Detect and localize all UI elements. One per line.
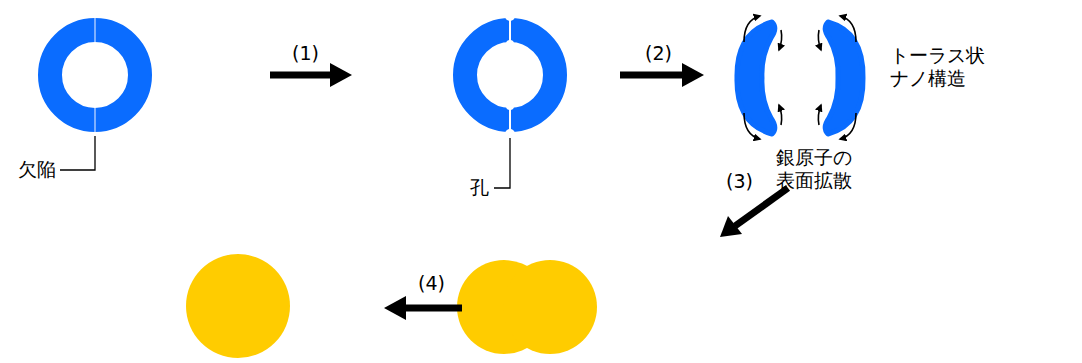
process-arrow bbox=[384, 296, 462, 320]
leader-line bbox=[60, 136, 95, 170]
step-number: (4) bbox=[418, 272, 445, 295]
silver-ring-holes bbox=[465, 11, 555, 139]
structure-label: トーラス状 ナノ構造 bbox=[890, 44, 985, 90]
gold-particle-merging bbox=[457, 260, 597, 354]
part-label: 欠陥 bbox=[18, 158, 56, 181]
process-arrow bbox=[270, 63, 352, 87]
gold-sphere bbox=[186, 254, 290, 358]
diffusion-arrows bbox=[744, 16, 856, 139]
silver-ring bbox=[50, 18, 140, 132]
torus-nanostructure bbox=[737, 22, 863, 134]
step-number: (2) bbox=[645, 42, 672, 65]
step-number: (3) bbox=[726, 170, 753, 193]
process-arrow bbox=[720, 188, 788, 237]
part-label: 孔 bbox=[470, 176, 489, 199]
step-number: (1) bbox=[292, 42, 319, 65]
process-arrow bbox=[620, 63, 704, 87]
process-label: 銀原子の 表面拡散 bbox=[776, 146, 852, 192]
leader-line bbox=[494, 138, 510, 188]
